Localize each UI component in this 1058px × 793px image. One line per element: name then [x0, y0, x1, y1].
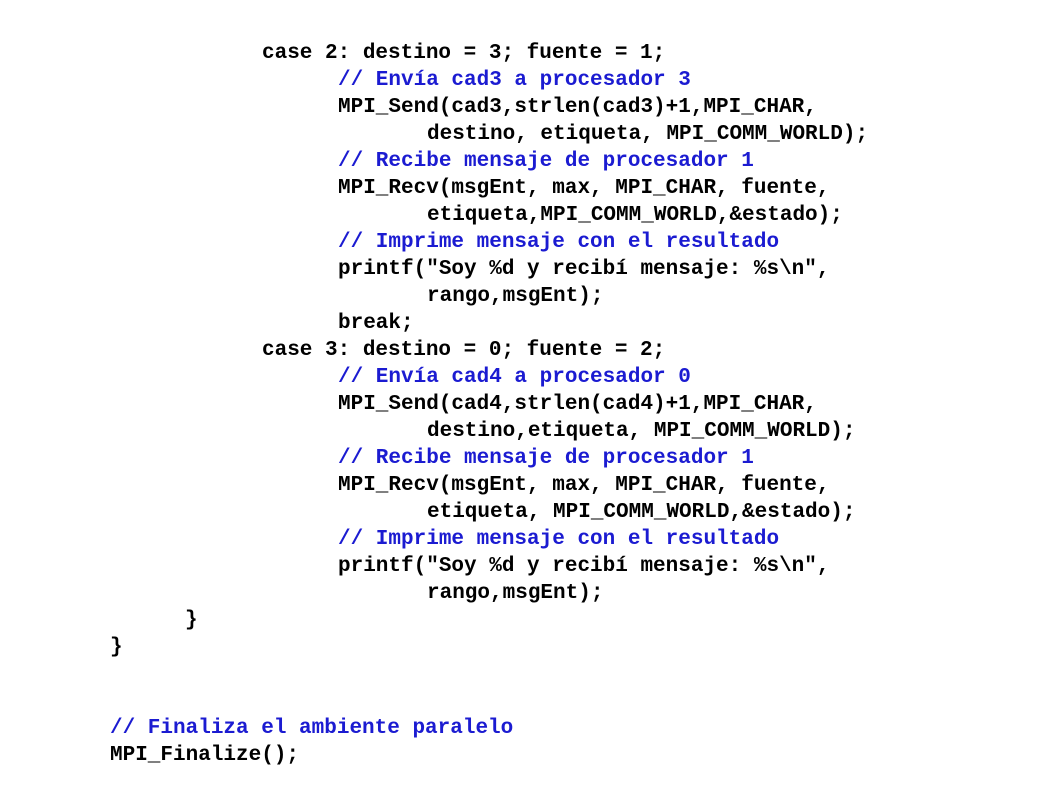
code-text: break;	[338, 312, 414, 335]
code-comment-line: // Imprime mensaje con el resultado	[0, 229, 1058, 256]
code-line: rango,msgEnt);	[0, 580, 1058, 607]
blank-line	[0, 661, 1058, 688]
code-line: printf("Soy %d y recibí mensaje: %s\n",	[0, 256, 1058, 283]
code-text: etiqueta, MPI_COMM_WORLD,&estado);	[427, 501, 856, 524]
code-comment-line: // Imprime mensaje con el resultado	[0, 526, 1058, 553]
code-line: etiqueta,MPI_COMM_WORLD,&estado);	[0, 202, 1058, 229]
comment-text: // Imprime mensaje con el resultado	[338, 528, 780, 551]
code-line: destino,etiqueta, MPI_COMM_WORLD);	[0, 418, 1058, 445]
code-text: destino, etiqueta, MPI_COMM_WORLD);	[427, 123, 869, 146]
comment-text: // Recibe mensaje de procesador 1	[338, 150, 754, 173]
code-text: rango,msgEnt);	[427, 285, 604, 308]
code-line: rango,msgEnt);	[0, 283, 1058, 310]
code-line: MPI_Send(cad3,strlen(cad3)+1,MPI_CHAR,	[0, 94, 1058, 121]
code-text: }	[185, 609, 198, 632]
code-comment-line: // Recibe mensaje de procesador 1	[0, 148, 1058, 175]
code-text: MPI_Recv(msgEnt, max, MPI_CHAR, fuente,	[338, 474, 830, 497]
comment-text: // Imprime mensaje con el resultado	[338, 231, 780, 254]
comment-text: // Envía cad4 a procesador 0	[338, 366, 691, 389]
code-comment-line: // Envía cad4 a procesador 0	[0, 364, 1058, 391]
code-line: destino, etiqueta, MPI_COMM_WORLD);	[0, 121, 1058, 148]
code-line: MPI_Finalize();	[0, 742, 1058, 769]
code-listing: case 2: destino = 3; fuente = 1; // Envía…	[0, 40, 1058, 769]
code-text: MPI_Recv(msgEnt, max, MPI_CHAR, fuente,	[338, 177, 830, 200]
code-line: MPI_Recv(msgEnt, max, MPI_CHAR, fuente,	[0, 175, 1058, 202]
code-text: }	[110, 636, 123, 659]
code-line: break;	[0, 310, 1058, 337]
blank-line	[0, 688, 1058, 715]
code-text: MPI_Send(cad4,strlen(cad4)+1,MPI_CHAR,	[338, 393, 817, 416]
code-line: MPI_Send(cad4,strlen(cad4)+1,MPI_CHAR,	[0, 391, 1058, 418]
code-text: case 3: destino = 0; fuente = 2;	[262, 339, 666, 362]
code-comment-line: // Finaliza el ambiente paralelo	[0, 715, 1058, 742]
code-line: MPI_Recv(msgEnt, max, MPI_CHAR, fuente,	[0, 472, 1058, 499]
code-text: MPI_Send(cad3,strlen(cad3)+1,MPI_CHAR,	[338, 96, 817, 119]
code-comment-line: // Recibe mensaje de procesador 1	[0, 445, 1058, 472]
code-line: case 2: destino = 3; fuente = 1;	[0, 40, 1058, 67]
comment-text: // Finaliza el ambiente paralelo	[110, 717, 514, 740]
code-text: destino,etiqueta, MPI_COMM_WORLD);	[427, 420, 856, 443]
comment-text: // Envía cad3 a procesador 3	[338, 69, 691, 92]
code-text: MPI_Finalize();	[110, 744, 300, 767]
code-text: case 2: destino = 3; fuente = 1;	[262, 42, 666, 65]
code-line: etiqueta, MPI_COMM_WORLD,&estado);	[0, 499, 1058, 526]
code-text: printf("Soy %d y recibí mensaje: %s\n",	[338, 258, 830, 281]
code-text: printf("Soy %d y recibí mensaje: %s\n",	[338, 555, 830, 578]
code-line: printf("Soy %d y recibí mensaje: %s\n",	[0, 553, 1058, 580]
code-line: }	[0, 607, 1058, 634]
code-text: etiqueta,MPI_COMM_WORLD,&estado);	[427, 204, 843, 227]
comment-text: // Recibe mensaje de procesador 1	[338, 447, 754, 470]
code-comment-line: // Envía cad3 a procesador 3	[0, 67, 1058, 94]
code-line: }	[0, 634, 1058, 661]
code-line: case 3: destino = 0; fuente = 2;	[0, 337, 1058, 364]
code-text: rango,msgEnt);	[427, 582, 604, 605]
